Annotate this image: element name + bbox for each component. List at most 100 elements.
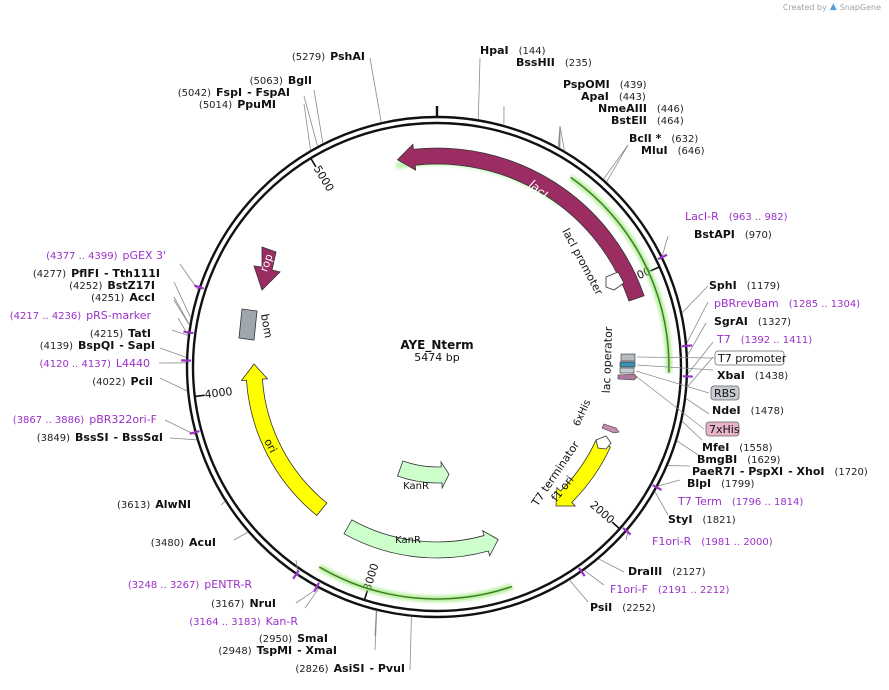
- site-label-part: (3480): [151, 538, 184, 549]
- leader-line: [604, 145, 628, 179]
- site-label-t7: T7(1392 .. 1411): [716, 333, 812, 346]
- tick-4000: [195, 395, 205, 396]
- site-label-bspqi: (4139)BspQI- SapI: [40, 339, 155, 352]
- tick-3000: [364, 590, 367, 600]
- site-label-part: AlwNI: [155, 498, 191, 511]
- leader-line: [305, 588, 319, 608]
- site-label-sphi: SphI(1179): [709, 279, 780, 292]
- tick-2000: [612, 522, 619, 529]
- site-label-bstapi: BstAPI (970): [694, 228, 772, 241]
- site-label-part: (464): [657, 116, 684, 127]
- snapgene-credit: Created by ▲ SnapGene: [783, 2, 881, 12]
- site-label-pcii: (4022)PciI: [92, 375, 153, 388]
- site-label-part: BglI: [288, 74, 312, 87]
- site-label-part: (4251): [91, 293, 124, 304]
- credit-prefix: Created by: [783, 3, 827, 12]
- site-label-part: (1981 .. 2000): [701, 537, 773, 548]
- primer-mark: [682, 345, 692, 346]
- leader-line: [687, 302, 708, 343]
- site-label-part: (3167): [211, 599, 244, 610]
- site-label-l4440: (4120 .. 4137)L4440: [39, 357, 150, 370]
- site-label-part: L4440: [116, 357, 150, 370]
- site-label-part: (970): [745, 230, 772, 241]
- site-label-tspmi: (2948)TspMI- XmaI: [218, 644, 337, 657]
- leader-line: [160, 348, 186, 357]
- site-label-part: AcuI: [189, 536, 216, 549]
- site-label-part: NruI: [249, 597, 276, 610]
- orf-right-lower-glow: [650, 274, 669, 373]
- leader-line: [478, 58, 480, 119]
- site-label-part: SphI: [709, 279, 737, 292]
- site-label-part: PpuMI: [237, 98, 276, 111]
- site-label-part: (1438): [755, 371, 788, 382]
- leader-line: [658, 480, 680, 486]
- site-label-part: (646): [678, 146, 705, 157]
- site-label-pgex3: (4377 .. 4399)pGEX 3': [46, 249, 166, 262]
- site-label-part: MluI: [641, 144, 668, 157]
- leader-line: [599, 559, 624, 572]
- tick-label: 4000: [204, 385, 233, 401]
- lac-operator-mark: [621, 354, 635, 361]
- ori-arrow: [241, 364, 326, 515]
- site-label-ndei: NdeI(1478): [712, 404, 784, 417]
- site-label-part: (3849): [37, 433, 70, 444]
- site-label-part: (632): [671, 134, 698, 145]
- site-label-acui: (3480) AcuI: [151, 536, 216, 549]
- site-label-part: (3164 .. 3183): [189, 617, 261, 628]
- leader-line: [221, 501, 225, 505]
- site-label-part: (3867 .. 3886): [13, 415, 85, 426]
- site-label-bgli: (5063)BglI: [250, 74, 312, 87]
- site-label-tati: (4215)TatI: [90, 327, 151, 340]
- site-label-part: (4217 .. 4236): [10, 311, 82, 322]
- leader-line: [170, 438, 197, 440]
- t7-promoter-mark: [620, 362, 635, 367]
- site-label-paer7i: PaeR7I- PspXI- XhoI(1720): [692, 465, 868, 478]
- site-label-part: - XhoI: [788, 465, 824, 478]
- rbs-mark: [620, 368, 634, 373]
- site-label-blpi: BlpI(1799): [687, 477, 754, 490]
- site-label-part: - PvuI: [369, 662, 405, 675]
- site-label-part: BssSI: [75, 431, 109, 444]
- feature-label-bom: bom: [258, 313, 275, 339]
- site-label-part: BstZ17I: [107, 279, 155, 292]
- site-label-part: BstEII: [611, 114, 647, 127]
- site-label-bsteii: BstEII (464): [611, 114, 684, 127]
- site-label-part: LacI-R: [685, 210, 719, 223]
- leader-line: [304, 104, 311, 150]
- leader-line: [410, 617, 411, 670]
- his6-mark: [602, 424, 619, 433]
- leader-line: [682, 421, 702, 440]
- site-label-part: BstAPI: [694, 228, 735, 241]
- site-label-part: T7: [716, 333, 731, 346]
- site-label-part: Kan-R: [266, 615, 299, 628]
- box-label-his7: 7xHis: [709, 423, 740, 436]
- site-label-xbai: XbaI(1438): [717, 369, 788, 382]
- site-label-part: - Tth111I: [104, 267, 160, 280]
- site-label-part: (1720): [835, 467, 868, 478]
- feature-connector: [637, 377, 704, 429]
- leader-line: [370, 58, 381, 122]
- site-label-part: SmaI: [297, 632, 328, 645]
- site-label-pflfi: (4277)PflFI- Tth111I: [33, 267, 160, 280]
- primer-mark: [190, 431, 200, 434]
- kanr-outer-arrow: [344, 520, 498, 558]
- box-label-rbs: RBS: [714, 387, 736, 400]
- site-label-part: (5042): [178, 88, 211, 99]
- feature-label-kanr2: KanR: [395, 535, 421, 546]
- site-label-part: PflFI: [71, 267, 99, 280]
- site-label-part: T7 Term: [677, 495, 722, 508]
- site-label-part: - FspAI: [247, 86, 290, 99]
- primer-mark: [183, 332, 193, 333]
- site-label-fspi: (5042)FspI- FspAI: [178, 86, 290, 99]
- site-label-styi: StyI(1821): [668, 513, 736, 526]
- leader-line: [686, 398, 709, 414]
- site-label-part: (2127): [672, 567, 705, 578]
- site-label-part: HpaI: [480, 44, 509, 57]
- tick-1000: [650, 267, 659, 271]
- site-label-part: (439): [620, 80, 647, 91]
- site-label-part: PshAI: [330, 50, 365, 63]
- feature-label-his6: 6xHis: [572, 398, 594, 428]
- site-label-part: (5014): [199, 100, 232, 111]
- site-label-part: (5279): [292, 52, 325, 63]
